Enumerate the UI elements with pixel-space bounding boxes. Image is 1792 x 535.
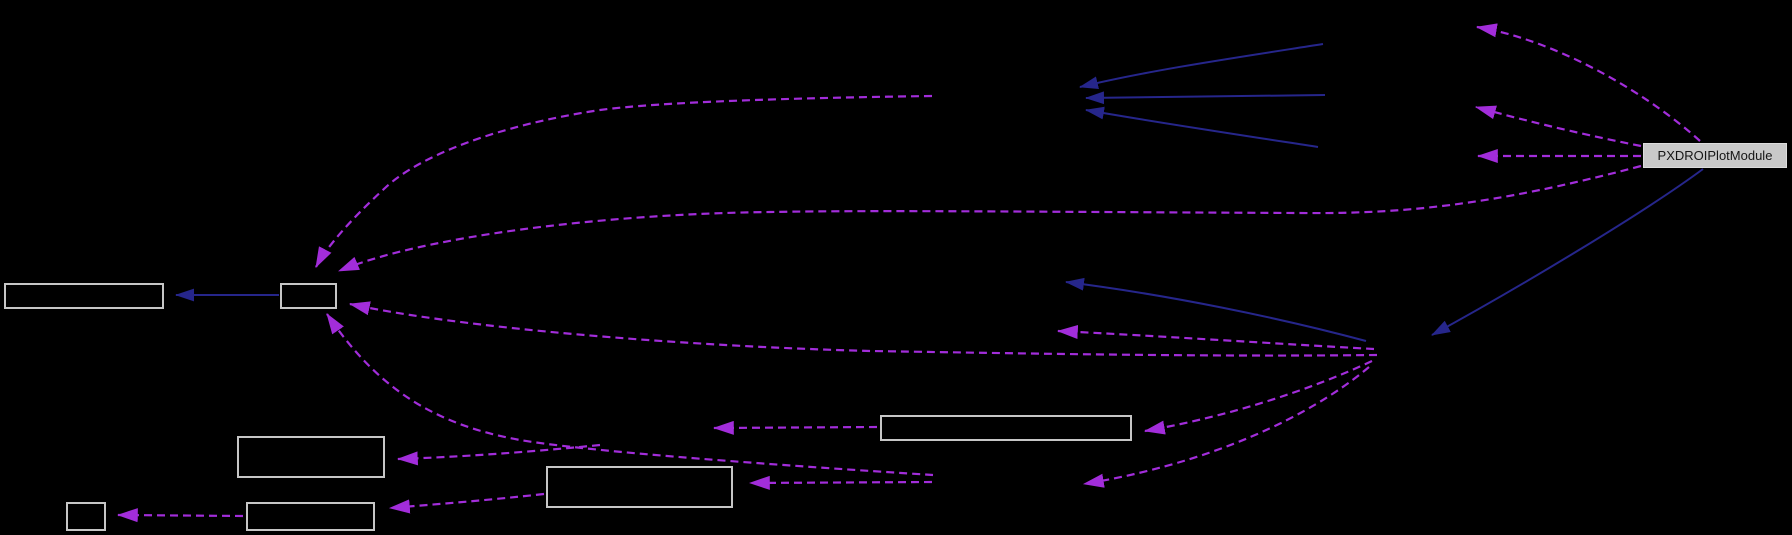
edge-solid [1431,168,1704,336]
dashed-usage-edges [116,23,1701,523]
edge-solid [1079,43,1324,89]
node-pxdroiplotmodule[interactable]: PXDROIPlotModule [1643,143,1787,168]
edge-dashed [748,475,933,490]
edge-solid [1085,106,1319,148]
edge-dashed [315,94,933,268]
edge-dashed [388,492,545,514]
edge-solid [1065,277,1367,342]
edge-dashed [348,301,1378,357]
edge-dashed [1474,105,1642,148]
node-box-d[interactable] [246,502,375,531]
edge-dashed [116,508,244,523]
solid-inheritance-edges [175,43,1704,342]
edge-dashed [712,420,878,435]
edge-dashed [337,164,1642,273]
node-label: PXDROIPlotModule [1657,148,1773,163]
edge-dashed [326,313,934,477]
node-box-c[interactable] [237,436,385,478]
node-box-f[interactable] [546,466,733,508]
edge-dashed [1143,360,1373,435]
node-box-b[interactable] [280,283,337,309]
edge-dashed [1082,366,1370,488]
node-box-e[interactable] [66,502,106,531]
node-box-g[interactable] [880,415,1132,441]
edge-solid [1085,91,1326,105]
edge-dashed [1056,324,1375,351]
edge-dashed [396,443,601,466]
node-box-a[interactable] [4,283,164,309]
edge-dashed [1475,23,1701,142]
